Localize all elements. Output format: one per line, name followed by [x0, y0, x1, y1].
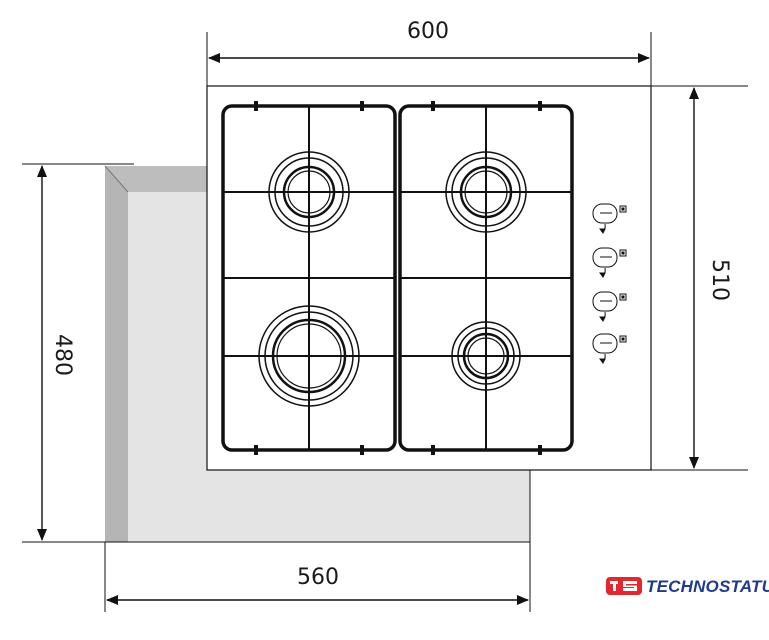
dimension-depth-510: 510	[689, 87, 732, 469]
burner-top-right	[445, 151, 527, 233]
right-grate	[398, 101, 574, 455]
countertop	[104, 165, 530, 542]
dimension-width-560: 560	[106, 565, 529, 605]
knob-3	[592, 291, 627, 322]
brand-name: TECHNOSTATUS	[646, 577, 769, 596]
burner-bottom-right	[451, 321, 521, 391]
technostatus-logo: TECHNOSTATUS	[606, 577, 769, 596]
dimension-depth-480: 480	[37, 165, 75, 541]
brand-mark-icon	[606, 577, 642, 595]
burner-bottom-left-large	[258, 305, 360, 407]
countertop-front-face	[128, 192, 530, 542]
dimension-label-480: 480	[50, 334, 75, 376]
knob-2	[592, 247, 627, 278]
knob-1	[592, 203, 627, 234]
countertop-top-surface	[105, 166, 207, 192]
knob-4	[592, 333, 627, 364]
dimension-label-510: 510	[707, 259, 732, 301]
dimension-label-600: 600	[407, 19, 449, 44]
control-knobs	[592, 203, 627, 364]
burner-top-left	[268, 151, 350, 233]
dimension-label-560: 560	[297, 565, 339, 590]
dimension-width-600: 600	[208, 19, 650, 63]
countertop-side-edge	[105, 166, 128, 542]
